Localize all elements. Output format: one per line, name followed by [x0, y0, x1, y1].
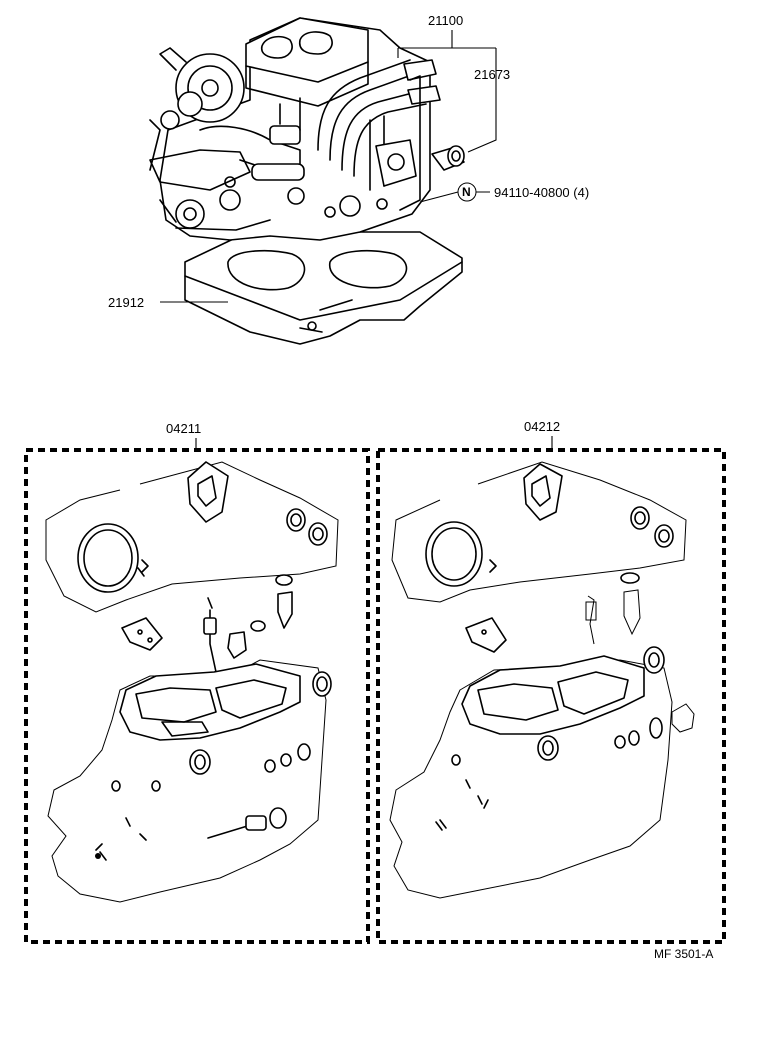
carburetor-assembly-drawing [149, 17, 465, 345]
label-insulator: 21912 [108, 295, 145, 310]
kit-left-gaskets [45, 461, 339, 903]
leader-nut [419, 191, 490, 203]
kit-left-border [24, 448, 370, 944]
label-kit-right: 04212 [524, 419, 561, 434]
kit-right-border [376, 448, 726, 944]
pipe-part-21673 [431, 145, 465, 171]
nut-symbol: N [462, 185, 471, 199]
nut-symbol-circle [457, 182, 477, 202]
label-kit-left: 04211 [166, 421, 202, 436]
leader-21100 [397, 30, 497, 153]
figure-code: MF 3501-A [654, 947, 714, 961]
label-pipe: 21673 [474, 67, 511, 82]
label-assembly: 21100 [428, 13, 464, 28]
label-nut: 94110-40800 (4) [494, 185, 590, 200]
kit-right-gaskets [389, 461, 695, 899]
